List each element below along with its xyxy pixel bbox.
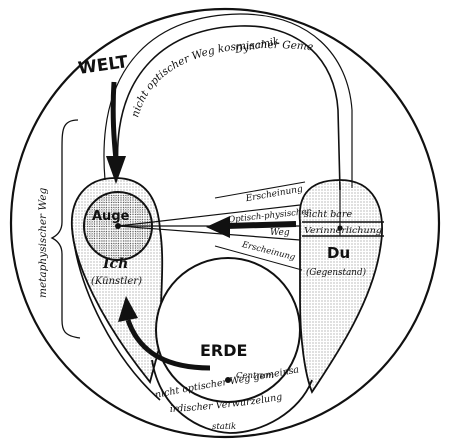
sichtbare-label: sicht bare xyxy=(304,209,352,220)
erde-label: ERDE xyxy=(200,341,247,360)
cosmic-loop-inner xyxy=(116,25,341,191)
metaphysisch-bracket xyxy=(50,119,81,339)
ich-tail xyxy=(71,227,161,401)
earth-centrum-dot xyxy=(225,377,231,383)
earth-arrow xyxy=(125,319,211,371)
metaphysisch-label: metaphysischer Weg xyxy=(37,187,49,298)
auge-label: Auge xyxy=(92,209,130,224)
ich-label: Ich xyxy=(102,256,128,272)
du-center xyxy=(337,225,343,231)
welt-arrow xyxy=(110,81,119,161)
gegenstand-label: (Gegenstand) xyxy=(306,267,366,278)
du-shape xyxy=(298,179,383,394)
ray-upper xyxy=(117,204,301,227)
kuenstler-label: (Künstler) xyxy=(91,276,142,287)
erscheinung-bottom-label: Erscheinung xyxy=(240,240,297,263)
ray-erscheinung-top xyxy=(214,181,306,199)
ray-lower xyxy=(117,225,301,241)
statik-label: statik xyxy=(212,422,236,432)
centrum-label: Centrum xyxy=(236,371,274,381)
verinnerlichung-label: Verinnerlichung xyxy=(304,226,383,236)
optical-arrow xyxy=(225,221,297,229)
world-circle xyxy=(9,7,441,439)
earth-lower-lobe xyxy=(151,359,313,434)
ray-erscheinung-bottom xyxy=(214,245,303,271)
optical-arrow-head xyxy=(206,216,230,238)
dynamik-label: Dynamik xyxy=(233,36,280,56)
welt-arrow-head xyxy=(106,156,126,184)
weg-label: Weg xyxy=(270,228,290,238)
kosmisch-weg-label: nicht optischer Weg kosmischer Gemeinsam… xyxy=(0,0,314,119)
du-label: Du xyxy=(327,244,350,262)
earth-arrow-head xyxy=(118,296,138,322)
